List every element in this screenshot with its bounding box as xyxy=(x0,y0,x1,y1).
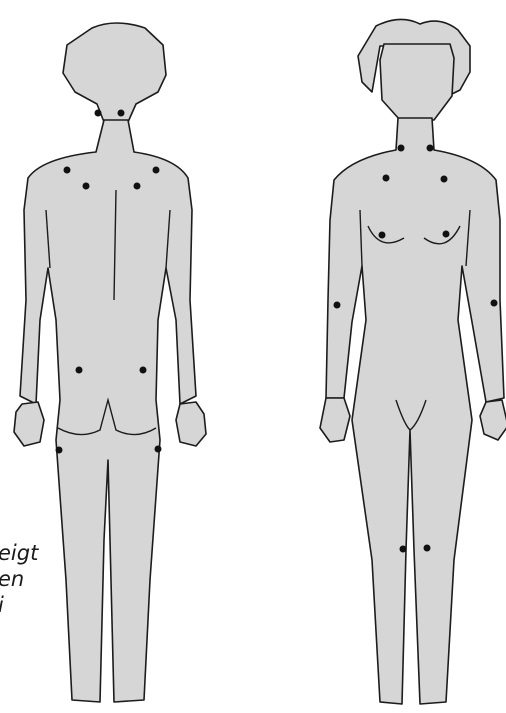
back-right-hand xyxy=(176,402,206,446)
tender-point xyxy=(83,183,90,190)
back-body xyxy=(20,120,196,702)
tender-point xyxy=(427,145,434,152)
tender-point xyxy=(443,231,450,238)
front-view-figure xyxy=(320,19,506,704)
front-body xyxy=(326,118,504,704)
tender-point xyxy=(76,367,83,374)
front-right-hand xyxy=(480,400,506,440)
tender-point xyxy=(140,367,147,374)
front-left-hand xyxy=(320,398,350,442)
back-left-hand xyxy=(14,402,44,446)
tender-point xyxy=(118,110,125,117)
tender-point xyxy=(400,546,407,553)
tender-point xyxy=(155,446,162,453)
tender-point xyxy=(379,232,386,239)
tender-point xyxy=(441,176,448,183)
tender-point xyxy=(334,302,341,309)
tender-point xyxy=(383,175,390,182)
tender-point xyxy=(56,447,63,454)
tender-point xyxy=(134,183,141,190)
tender-point xyxy=(64,167,71,174)
tender-point xyxy=(424,545,431,552)
tender-point xyxy=(491,300,498,307)
front-face xyxy=(380,44,454,120)
tender-point xyxy=(95,110,102,117)
tender-point xyxy=(398,145,405,152)
back-head xyxy=(63,23,166,122)
tender-point xyxy=(153,167,160,174)
back-view-figure xyxy=(14,23,206,702)
